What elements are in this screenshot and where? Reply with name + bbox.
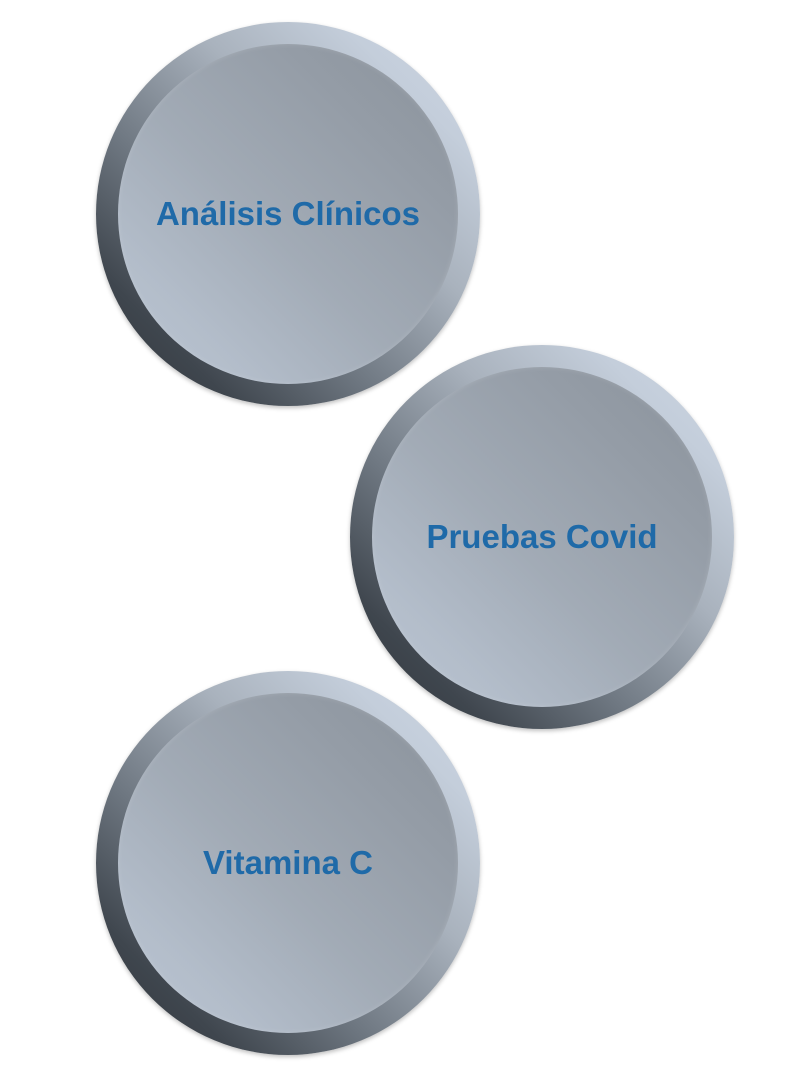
service-circle-vitamina-c[interactable]: Vitamina C — [96, 671, 480, 1055]
service-label-vitamina-c: Vitamina C — [203, 844, 373, 881]
service-label-pruebas-covid: Pruebas Covid — [426, 518, 658, 555]
service-circle-face: Vitamina C — [118, 693, 458, 1033]
service-label-analisis-clinicos: Análisis Clínicos — [155, 195, 421, 232]
service-circle-face: Análisis Clínicos — [118, 44, 458, 384]
service-circle-analisis-clinicos[interactable]: Análisis Clínicos — [96, 22, 480, 406]
service-circle-pruebas-covid[interactable]: Pruebas Covid — [350, 345, 734, 729]
service-circle-face: Pruebas Covid — [372, 367, 712, 707]
